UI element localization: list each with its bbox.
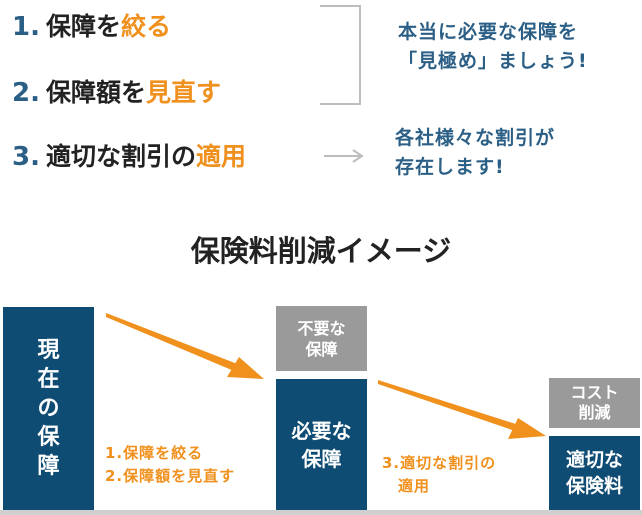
- cost-reduction-tag: コスト 削減: [549, 378, 640, 428]
- note-first-line2: 「見極め」ましょう!: [398, 50, 588, 72]
- step-label-1: 1.保障を絞る 2.保障額を見直す: [105, 444, 236, 485]
- step-2: 2.保障額を見直す: [12, 78, 221, 108]
- bracket-line: [320, 5, 361, 105]
- step-1-text: 保障を: [45, 12, 121, 41]
- note-second: 各社様々な割引が 存在します!: [395, 124, 555, 182]
- current-coverage-label: 現在の保障: [37, 338, 60, 479]
- note-second-line2: 存在します!: [395, 156, 505, 178]
- note-first: 本当に必要な保障を 「見極め」ましょう!: [398, 18, 588, 76]
- note-second-line1: 各社様々な割引が: [395, 127, 556, 149]
- orange-arrow-1: [106, 313, 264, 379]
- step-3-highlight: 適用: [195, 142, 246, 171]
- step-1-number: 1.: [12, 12, 40, 42]
- step-1: 1.保障を絞る: [12, 12, 171, 42]
- unneeded-coverage-tag: 不要な 保障: [276, 306, 367, 371]
- orange-arrow-2: [378, 380, 546, 439]
- step-label-2: 3.適切な割引の 適用: [382, 454, 497, 495]
- appropriate-premium-box: 適切な 保険料: [549, 436, 640, 510]
- baseline: [0, 510, 642, 515]
- current-coverage-box: 現在の保障: [3, 307, 94, 510]
- step-1-highlight: 絞る: [120, 12, 171, 41]
- step-2-highlight: 見直す: [145, 78, 221, 107]
- step-2-number: 2.: [12, 78, 40, 108]
- needed-coverage-label: 必要な 保障: [291, 418, 352, 471]
- step-3: 3.適切な割引の適用: [12, 142, 246, 172]
- needed-coverage-box: 必要な 保障: [276, 379, 367, 510]
- unneeded-coverage-label: 不要な 保障: [297, 318, 346, 359]
- cost-reduction-label: コスト 削減: [570, 383, 619, 422]
- note-first-line1: 本当に必要な保障を: [398, 21, 579, 43]
- step-3-number: 3.: [12, 142, 40, 172]
- right-arrow-icon: [324, 149, 364, 163]
- step-3-text: 適切な割引の: [45, 142, 196, 171]
- step-2-text: 保障額を: [45, 78, 146, 107]
- page-title: 保険料削減イメージ: [190, 234, 452, 268]
- appropriate-premium-label: 適切な 保険料: [565, 449, 623, 497]
